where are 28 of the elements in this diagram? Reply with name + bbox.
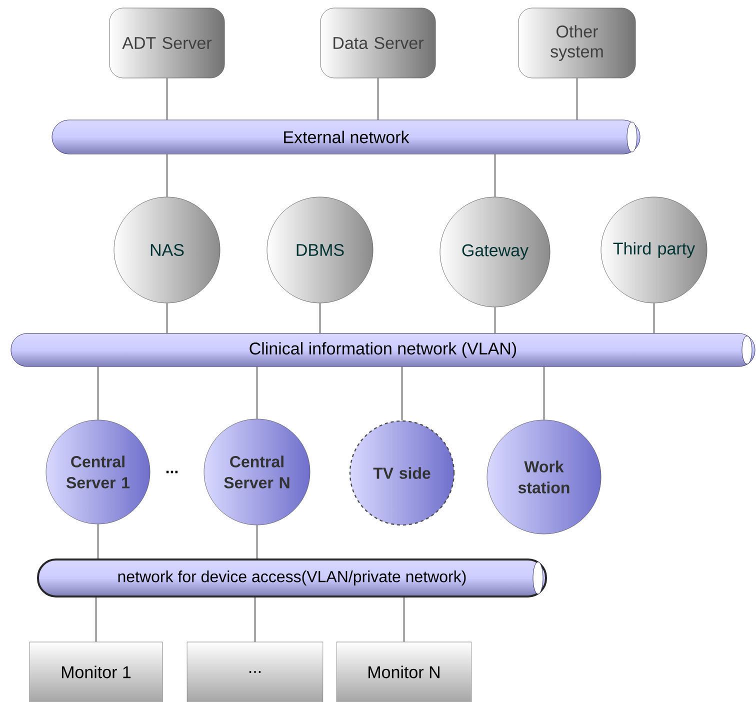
connector-line bbox=[494, 154, 496, 197]
connector-line bbox=[97, 366, 99, 420]
network-bus: External network bbox=[52, 120, 640, 154]
connector-line bbox=[377, 78, 379, 120]
connector-line bbox=[95, 598, 97, 642]
monitor-box: Monitor N bbox=[336, 642, 472, 702]
connector-line bbox=[166, 78, 168, 120]
connector-line bbox=[576, 78, 578, 120]
connector-line bbox=[256, 366, 258, 419]
connector-line bbox=[166, 154, 168, 197]
connector-line bbox=[97, 524, 99, 558]
monitor-box: ... bbox=[186, 642, 324, 702]
server-box: Data Server bbox=[320, 8, 436, 78]
connector-line bbox=[166, 303, 168, 334]
connector-line bbox=[256, 525, 258, 558]
server-box: Other system bbox=[518, 8, 636, 78]
connector-line bbox=[543, 366, 545, 420]
connector-line bbox=[319, 303, 321, 334]
network-bus: Clinical information network (VLAN) bbox=[10, 333, 756, 367]
network-bus: network for device access(VLAN/private network) bbox=[37, 558, 547, 598]
connector-line bbox=[403, 598, 405, 642]
monitor-box: Monitor 1 bbox=[29, 642, 163, 702]
connector-line bbox=[254, 598, 256, 642]
ellipsis-label: ... bbox=[166, 470, 178, 474]
connector-line bbox=[653, 303, 655, 334]
connector-line bbox=[401, 366, 403, 420]
connector-line bbox=[494, 307, 496, 334]
server-box: ADT Server bbox=[109, 8, 225, 78]
